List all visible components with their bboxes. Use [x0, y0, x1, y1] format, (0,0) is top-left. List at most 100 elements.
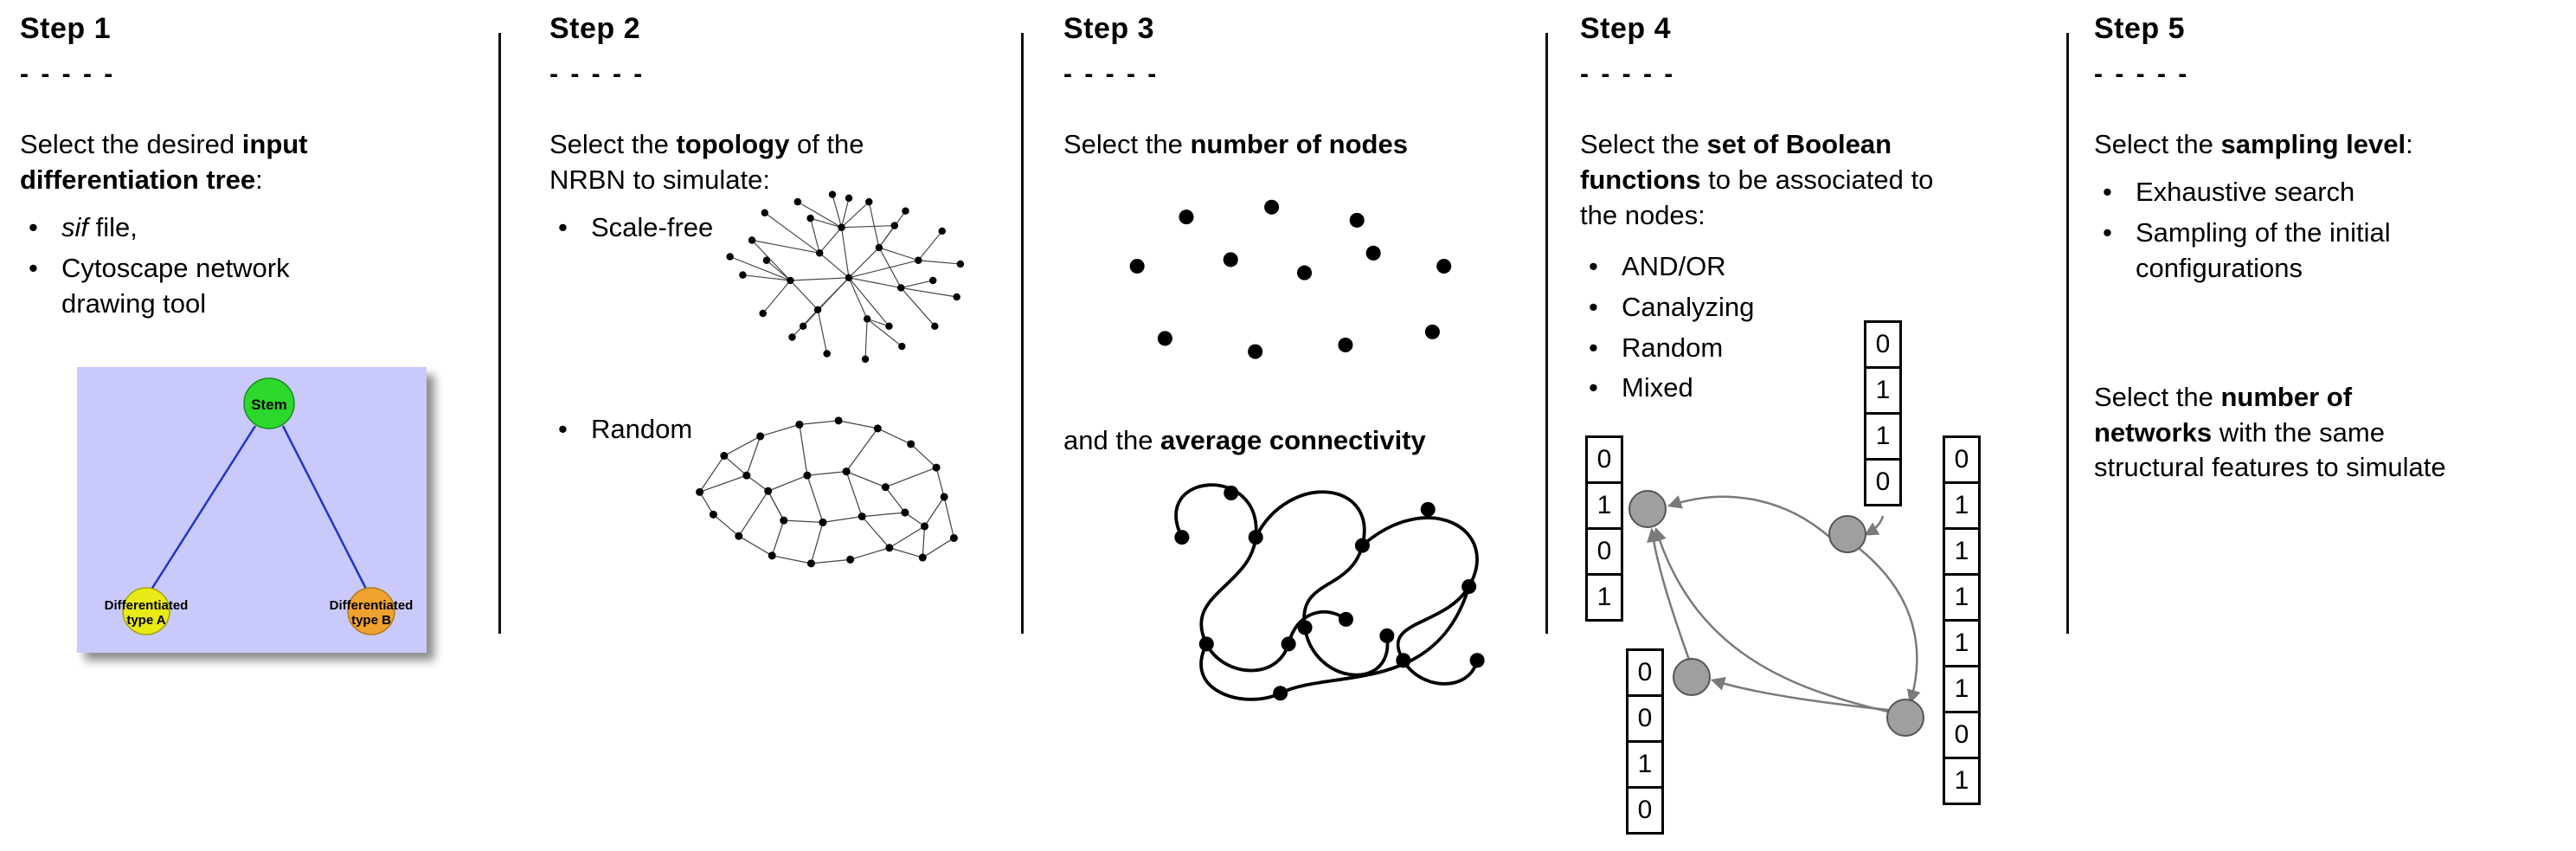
step-5-title: Step 5: [2094, 12, 2186, 45]
intro-text: Select the desired: [20, 129, 242, 159]
step-3-dashes: - - - - -: [1063, 60, 1160, 88]
intro-bold: sampling level: [2220, 129, 2406, 159]
boolean-node-1: [1628, 490, 1667, 528]
bullet-exhaustive-search: Exhaustive search: [2094, 175, 2572, 210]
step-4-intro: Select the set of Boolean functions to b…: [1580, 127, 2063, 234]
step-4-panel: Step 4 - - - - - Select the set of Boole…: [1580, 0, 2063, 851]
boolean-node-4: [1886, 699, 1924, 737]
truth-table-cell: 1: [1943, 665, 1981, 713]
bullet-text: Canalyzing: [1622, 291, 1755, 322]
truth-table-cell: 0: [1585, 435, 1623, 484]
step-1-bullets: sif file, Cytoscape network drawing tool: [20, 210, 504, 322]
truth-table-cell: 1: [1585, 481, 1623, 530]
type-b-label-line1: Differentiated: [330, 598, 414, 613]
truth-table-cell: 1: [1626, 740, 1664, 789]
truth-table-cell: 0: [1585, 527, 1623, 576]
step-4-bullets: AND/OR Canalyzing Random Mixed: [1580, 249, 2063, 407]
truth-table-cell: 0: [1943, 711, 1981, 759]
step-5-intro: Select the sampling level:: [2094, 127, 2572, 163]
intro-text: :: [2406, 129, 2413, 159]
divider-4: [2066, 33, 2069, 634]
step-1-panel: Step 1 - - - - - Select the desired inpu…: [20, 0, 504, 851]
type-a-label-line2: type A: [126, 613, 165, 628]
intro-text: Select the: [1063, 129, 1191, 159]
bullet-random-functions: Random: [1580, 331, 2063, 366]
stem-label: Stem: [251, 396, 287, 413]
bullet-scale-free: Scale-free: [549, 210, 1017, 246]
bullet-text: Random: [1622, 332, 1724, 363]
intro-text: Select the: [1580, 129, 1707, 159]
truth-table-cell: 1: [1864, 412, 1902, 461]
differentiated-type-b-node: [347, 586, 395, 635]
nodes-dots-graphic: [1129, 199, 1452, 359]
intro-bold: set of Boolean functions: [1580, 129, 1892, 195]
step-1-intro: Select the desired input differentiation…: [20, 127, 504, 198]
truth-table-cell: 0: [1864, 458, 1902, 506]
step-3-title: Step 3: [1063, 12, 1155, 45]
intro-text: of the NRBN to simulate:: [549, 129, 864, 195]
step-2-dashes: - - - - -: [549, 60, 646, 88]
divider-1: [498, 33, 501, 634]
differentiation-tree-graphic: Stem Differentiated type A Differentiate…: [77, 366, 427, 653]
boolean-node-2: [1828, 515, 1866, 553]
truth-table-cell: 1: [1864, 366, 1902, 415]
truth-table-cell: 0: [1626, 648, 1664, 697]
truth-table-cell: 0: [1943, 435, 1981, 484]
intro-bold: number of nodes: [1190, 129, 1408, 159]
step-1-title: Step 1: [20, 12, 112, 45]
second-text: with the same structural features to sim…: [2094, 416, 2446, 483]
random-network-graphic: [696, 416, 958, 568]
step-4-title: Step 4: [1580, 12, 1672, 45]
truth-table-cell: 1: [1943, 757, 1981, 805]
truth-table-cell: 1: [1943, 619, 1981, 667]
bullet-random: Random: [549, 412, 1017, 448]
intro-text: :: [255, 164, 263, 195]
intro-text: to be associated to the nodes:: [1580, 164, 1934, 230]
connectivity-scribble-graphic: [1174, 483, 1485, 701]
step-5-second-text: Select the number of networks with the s…: [2094, 380, 2572, 487]
second-text: Select the: [2094, 381, 2221, 412]
bullet-cytoscape: Cytoscape network drawing tool: [20, 251, 504, 322]
step-5-dashes: - - - - -: [2094, 60, 2190, 88]
second-bold: average connectivity: [1160, 425, 1426, 455]
bullet-and-or: AND/OR: [1580, 249, 2063, 285]
tree-edge-left: [148, 424, 257, 593]
step-2-panel: Step 2 - - - - - Select the topology of …: [549, 0, 1017, 851]
bullet-text: Mixed: [1622, 372, 1693, 403]
truth-table-cell: 0: [1626, 694, 1664, 743]
truth-table-cell: 0: [1626, 786, 1664, 835]
scale-free-network-graphic: [726, 190, 965, 364]
truth-table-cell: 1: [1585, 573, 1623, 622]
divider-3: [1545, 33, 1548, 634]
boolean-node-3: [1673, 658, 1711, 696]
intro-bold: topology: [676, 129, 790, 159]
boolean-network-arrows: [1628, 490, 1924, 737]
bullet-text: Exhaustive search: [2136, 176, 2355, 207]
truth-table-cell: 0: [1864, 320, 1902, 369]
bullet-italic: sif: [61, 211, 88, 242]
bullet-text: AND/OR: [1622, 250, 1726, 281]
differentiated-type-a-node: [122, 586, 170, 635]
type-b-label-line2: type B: [351, 613, 391, 628]
bullet-mixed: Mixed: [1580, 371, 2063, 406]
step-2-bullets: Scale-free Random: [549, 210, 1017, 448]
bullet-sampling-configurations: Sampling of the initial configurations: [2094, 216, 2572, 287]
step-3-panel: Step 3 - - - - - Select the number of no…: [1063, 0, 1541, 851]
type-a-label-line1: Differentiated: [105, 598, 189, 613]
step-5-bullets: Exhaustive search Sampling of the initia…: [2094, 175, 2572, 287]
truth-table-cell: 1: [1943, 573, 1981, 622]
second-text: and the: [1063, 425, 1161, 455]
step-2-title: Step 2: [549, 12, 641, 45]
step-2-intro: Select the topology of the NRBN to simul…: [549, 127, 1017, 198]
bullet-text: Scale-free: [591, 211, 714, 242]
tree-edge-right: [281, 424, 369, 593]
stem-node: [243, 377, 295, 429]
bullet-sif-file: sif file,: [20, 210, 504, 246]
bullet-text: Sampling of the initial configurations: [2136, 216, 2391, 283]
